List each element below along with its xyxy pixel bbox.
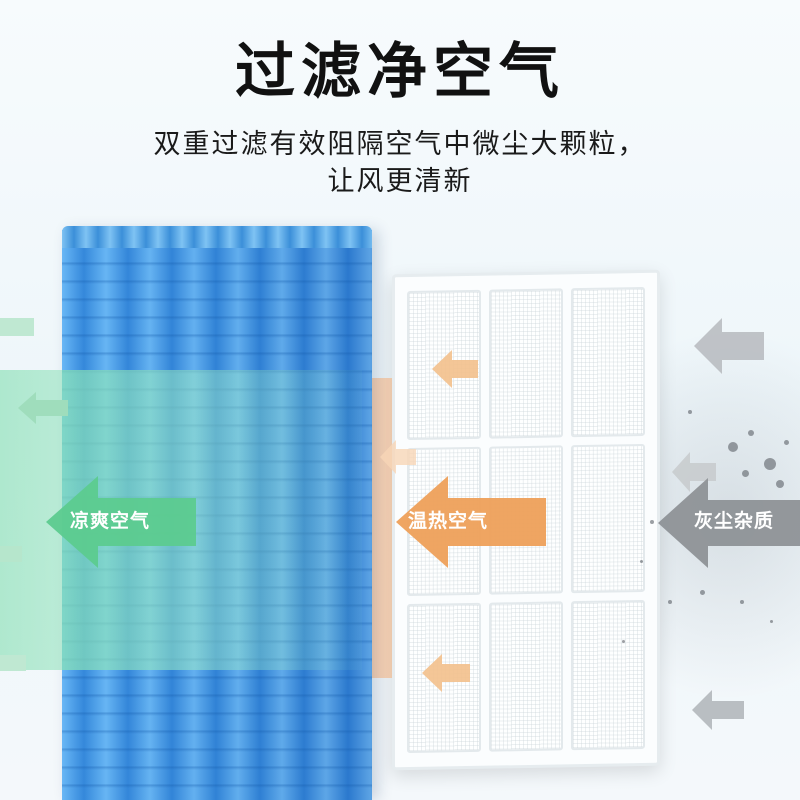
arrow-left-icon xyxy=(380,440,416,474)
arrow-left-icon xyxy=(422,654,470,692)
arrow-left-icon xyxy=(0,312,34,342)
arrow-left-icon xyxy=(672,452,716,492)
cooling-pad-top-edge xyxy=(62,226,372,248)
mesh-panel xyxy=(571,600,645,751)
page-title: 过滤净空气 xyxy=(235,37,565,107)
cool-air-arrow xyxy=(46,476,196,568)
cool-air-label: 凉爽空气 xyxy=(70,510,151,532)
arrow-left-icon xyxy=(692,690,744,730)
dust-arrow xyxy=(658,478,800,568)
arrow-left-icon xyxy=(0,648,26,678)
page-subtitle: 双重过滤有效阻隔空气中微尘大颗粒， 让风更清新 xyxy=(0,126,800,200)
mesh-panel xyxy=(571,286,645,437)
subtitle-line-1: 双重过滤有效阻隔空气中微尘大颗粒， xyxy=(153,129,647,160)
dust-label: 灰尘杂质 xyxy=(694,510,775,532)
arrow-left-icon xyxy=(18,392,68,424)
arrow-left-icon xyxy=(694,318,764,374)
arrow-left-icon xyxy=(432,350,478,388)
subtitle-line-2: 让风更清新 xyxy=(327,166,473,197)
arrow-left-icon xyxy=(0,540,22,568)
warm-air-label: 温热空气 xyxy=(408,510,489,532)
mesh-panel xyxy=(571,443,645,594)
mesh-panel xyxy=(489,601,563,752)
warm-air-arrow xyxy=(396,476,546,568)
mesh-panel xyxy=(489,288,563,439)
